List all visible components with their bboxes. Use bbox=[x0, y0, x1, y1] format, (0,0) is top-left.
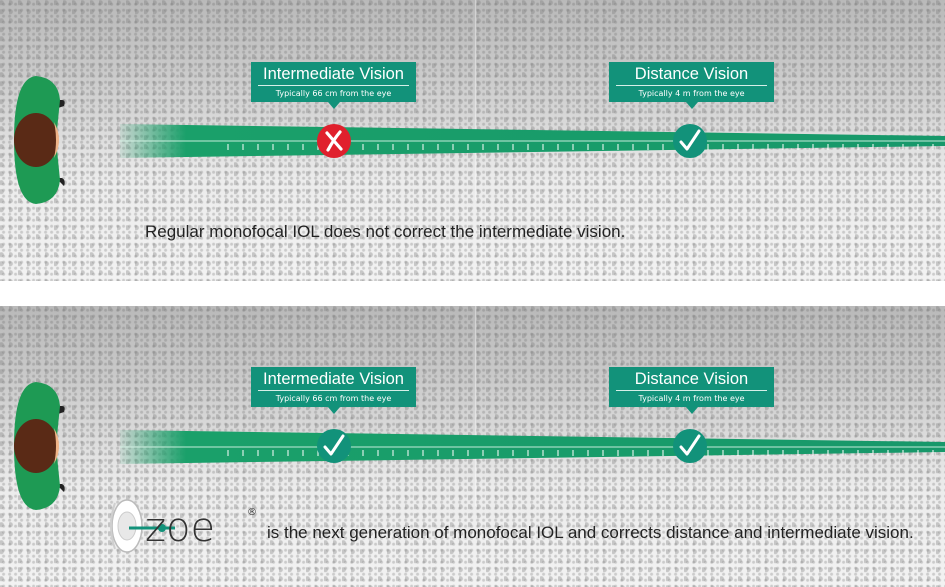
distance-vision-callout: Distance Vision Typically 4 m from the e… bbox=[609, 367, 774, 414]
distance-vision-title: Distance Vision bbox=[634, 65, 749, 83]
callout-divider bbox=[616, 390, 767, 391]
distance-vision-subtitle: Typically 4 m from the eye bbox=[638, 89, 745, 98]
distance-vision-title: Distance Vision bbox=[634, 370, 749, 388]
x-icon bbox=[317, 124, 351, 158]
person-icon bbox=[14, 382, 65, 510]
callout-pointer bbox=[686, 407, 698, 414]
callout-divider bbox=[616, 85, 767, 86]
distance-vision-callout: Distance Vision Typically 4 m from the e… bbox=[609, 62, 774, 109]
background-seam bbox=[475, 306, 476, 506]
callout-divider bbox=[258, 390, 409, 391]
zoe-logo: zoe ® bbox=[110, 499, 257, 553]
caption-monofocal: Regular monofocal IOL does not correct t… bbox=[145, 222, 626, 241]
check-icon bbox=[673, 124, 707, 158]
caption-zoe: is the next generation of monofocal IOL … bbox=[267, 523, 914, 542]
intermediate-vision-title: Intermediate Vision bbox=[263, 370, 404, 388]
callout-divider bbox=[258, 85, 409, 86]
background-seam bbox=[475, 0, 476, 200]
intermediate-vision-callout: Intermediate Vision Typically 66 cm from… bbox=[251, 62, 416, 109]
callout-pointer bbox=[686, 102, 698, 109]
callout-pointer bbox=[328, 407, 340, 414]
distance-vision-subtitle: Typically 4 m from the eye bbox=[638, 394, 745, 403]
intermediate-vision-callout: Intermediate Vision Typically 66 cm from… bbox=[251, 367, 416, 414]
registered-mark: ® bbox=[247, 507, 257, 518]
vision-beam bbox=[120, 124, 945, 158]
vision-beam bbox=[120, 430, 945, 464]
intermediate-vision-subtitle: Typically 66 cm from the eye bbox=[275, 89, 392, 98]
intermediate-vision-title: Intermediate Vision bbox=[263, 65, 404, 83]
callout-pointer bbox=[328, 102, 340, 109]
check-icon bbox=[317, 429, 351, 463]
check-icon bbox=[673, 429, 707, 463]
panel-monofocal: Intermediate Vision Typically 66 cm from… bbox=[0, 0, 945, 281]
person-icon bbox=[14, 76, 65, 204]
intermediate-vision-subtitle: Typically 66 cm from the eye bbox=[275, 394, 392, 403]
zoe-wordmark: zoe bbox=[145, 505, 215, 551]
panel-zoe: Intermediate Vision Typically 66 cm from… bbox=[0, 306, 945, 587]
